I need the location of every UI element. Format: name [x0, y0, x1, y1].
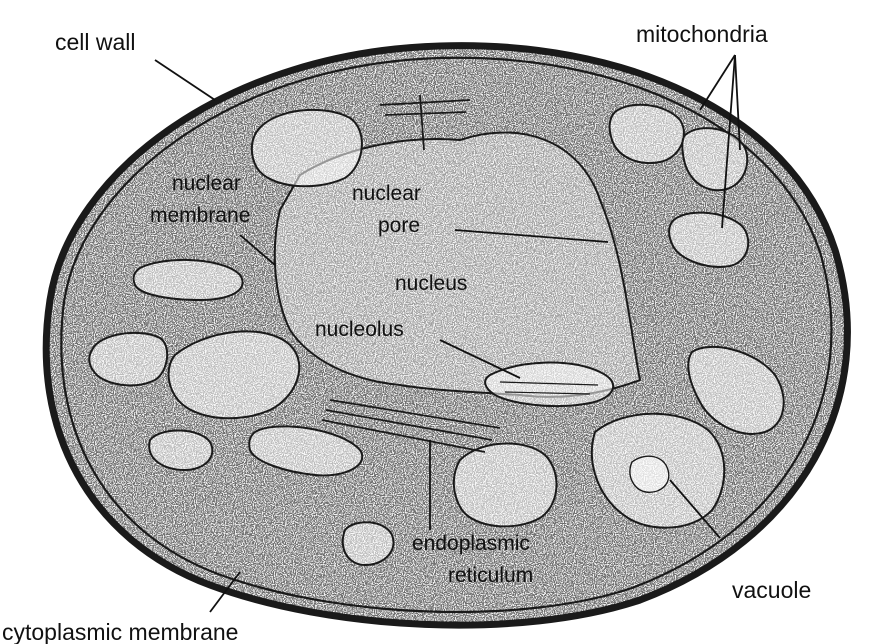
label-nuclear-pore-line2: pore: [378, 214, 420, 237]
label-nucleus: nucleus: [395, 272, 467, 295]
vesicle-bottom: [343, 522, 394, 565]
label-nuclear-membrane-line2: membrane: [150, 204, 250, 227]
mitochondrion-left-1: [134, 260, 243, 300]
vesicle-left-low: [149, 430, 212, 470]
label-endoplasmic-reticulum-line1: endoplasmic: [412, 532, 530, 555]
mitochondrion-right-1: [610, 105, 684, 163]
leader-cell-wall: [155, 60, 215, 100]
label-cell-wall: cell wall: [55, 29, 136, 55]
label-nucleolus: nucleolus: [315, 318, 404, 341]
label-nuclear-pore-line1: nuclear: [352, 182, 421, 205]
vesicle-top-left: [252, 110, 362, 186]
label-endoplasmic-reticulum-line2: reticulum: [448, 564, 533, 587]
mitochondrion-left-2: [89, 333, 167, 385]
label-nuclear-membrane-line1: nuclear: [172, 172, 241, 195]
leader-mitochondria-a: [700, 55, 735, 110]
label-mitochondria: mitochondria: [636, 21, 768, 47]
label-cytoplasmic-membrane: cytoplasmic membrane: [2, 619, 238, 644]
vacuole-mid: [454, 444, 557, 527]
vacuole-inner: [630, 456, 669, 492]
label-vacuole: vacuole: [732, 577, 811, 603]
